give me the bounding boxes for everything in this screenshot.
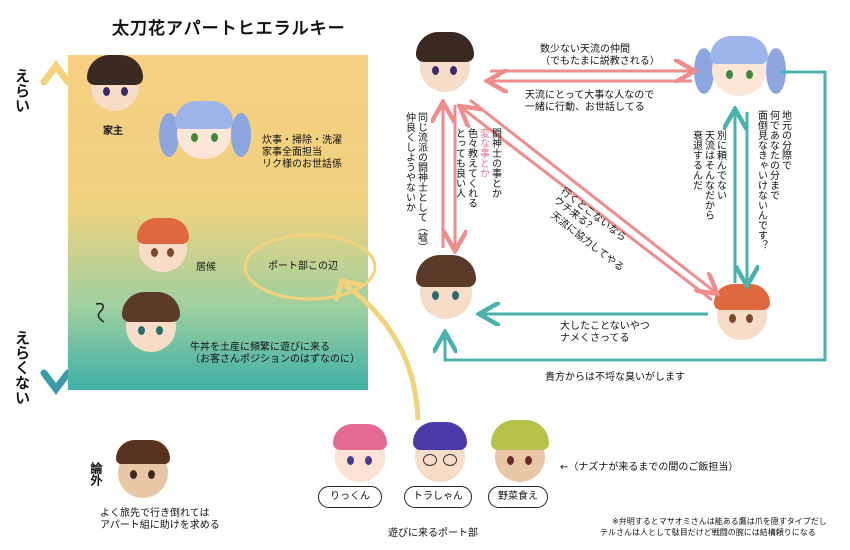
housekeeper-avatar [159,95,251,165]
rel-left-2d: とっても良い人 [453,128,465,198]
visitor-line-1: 牛丼を土産に頻繁に遊びに来る [190,342,330,353]
freeloader-label: 居候 [196,262,216,273]
rel-left-2b: 変な事とか [477,128,489,178]
node-landlord-avatar [412,32,478,98]
visitor-line-2: （お客さんポジションのはずなのに） [190,354,360,365]
rel-top-1b: （でもたまに説教される） [540,56,660,67]
chores-line-2: 家事全面担当 [262,147,322,158]
port-member-1-avatar [325,420,395,490]
outside-desc-2: アパート組に助けを求める [100,520,220,531]
port-bubble-3: 野菜食え [488,486,548,508]
port-bubble-1: りっくん [318,486,382,508]
port-caption: 遊びに来るポート部 [388,528,478,539]
chores-line-1: 炊事・掃除・洗濯 [262,135,342,146]
node-visitor-avatar [412,255,482,325]
port-bubble-2: トラしゃん [404,486,472,508]
outside-avatar [110,438,176,504]
rel-bottom-2: 貴方からは不埒な臭いがします [545,372,685,383]
page-title: 太刀花アパートヒエラルキー [112,19,346,39]
rel-right-1a: 別に頼んでない [714,130,726,200]
port-member-2-avatar [405,418,475,488]
visitor-avatar [120,292,182,354]
rel-top-2b: 一緒に行動、お世話してる [525,102,645,113]
rel-right-1b: 天流はそんなだから [702,130,714,220]
rel-bottom-1a: 大したことないやつ [560,321,650,332]
port-side-note: ←（ナズナが来るまでの間のご飯担当） [560,462,739,473]
rel-right-1c: 衰退するんだ [690,130,702,190]
rel-left-1b: 仲良くしようやないか [403,112,415,212]
rel-left-2c: 色々教えてくれる [465,128,477,208]
axis-top-label: えらい [13,68,31,113]
node-freeloader-avatar [712,284,772,344]
port-member-3-avatar [485,418,555,488]
node-housekeeper-avatar [694,30,786,104]
outside-label: 論外 [89,462,103,486]
port-area-label: ポート部この辺 [268,261,338,272]
rel-right-2b: 何であなたの分まで [767,110,779,200]
freeloader-avatar [135,218,191,274]
footnote-2: テルさんは人として駄目だけど戦闘の腕には結構頼りになる [600,528,816,537]
footnote-1: ※弁明するとマサオミさんは能ある鷹は爪を隠すタイプだし [612,517,827,526]
rel-top-1a: 数少ない天流の仲間 [540,44,630,55]
rel-right-2c: 面倒見なきゃいけないんです？ [755,110,767,250]
rel-top-2a: 天流にとって大事な人なので [525,90,655,101]
rel-left-2a: 闘神士の事とか [489,128,501,198]
landlord-label: 家主 [103,126,123,137]
rel-left-1a: 同じ流派の闘神士として（嘘） [415,112,427,252]
axis-bottom-label: えらくない [13,330,31,405]
outside-desc-1: よく旅先で行き倒れては [100,508,210,519]
swirl-mark [95,302,105,323]
axis-arrow [40,60,72,395]
rel-bottom-1b: ナメくさってる [560,333,630,344]
chores-line-3: リク様のお世話係 [262,159,342,170]
landlord-avatar [85,55,145,115]
rel-right-2a: 地元の分際で [779,110,791,170]
port-area-marker [243,233,421,421]
